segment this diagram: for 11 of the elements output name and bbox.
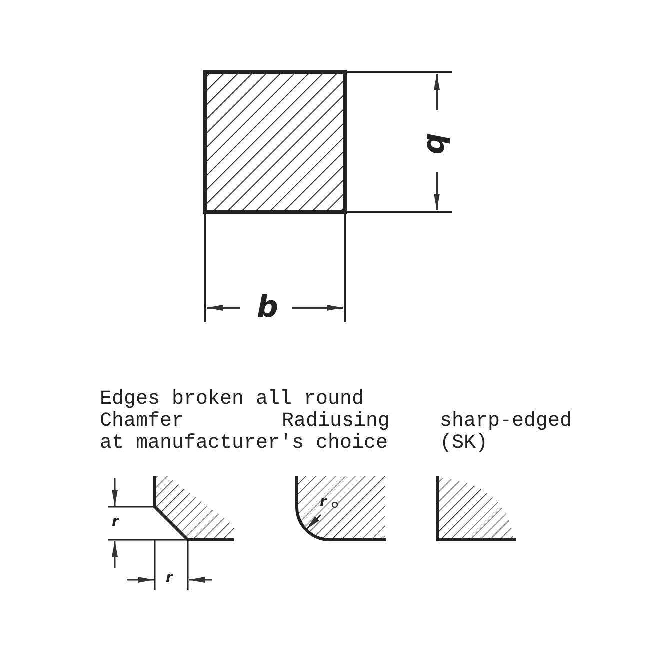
- note-text: Edges broken all round: [100, 389, 364, 411]
- dimension-label: r: [112, 514, 119, 530]
- dimension-label: b: [257, 292, 278, 324]
- note-text: at manufacturer's choice: [100, 433, 388, 455]
- dimension-label: b: [420, 133, 453, 155]
- note-text: (SK): [440, 433, 488, 455]
- column-heading: Radiusing: [282, 411, 390, 433]
- dimension-label: r: [166, 570, 173, 586]
- column-heading: sharp-edged: [440, 411, 572, 433]
- column-heading: Chamfer: [100, 411, 184, 433]
- dimension-label: r: [320, 494, 327, 510]
